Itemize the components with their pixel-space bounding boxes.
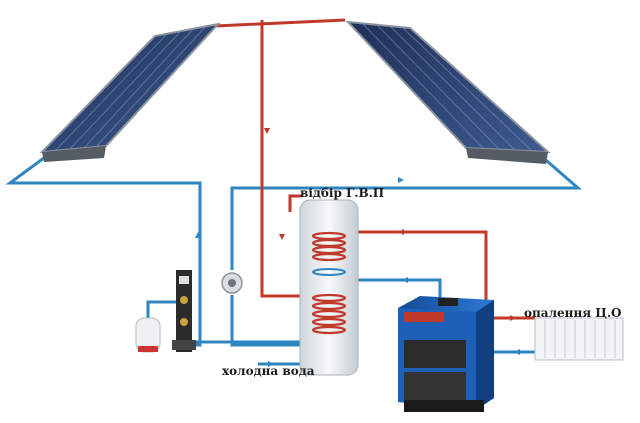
hot-water-draw-label: відбір Г.В.П: [300, 186, 385, 200]
tank-mid-coil: [312, 268, 346, 276]
flow-arrows-cold: [195, 177, 520, 367]
expansion-line-pipe: [146, 300, 178, 318]
solar-collector-left: [39, 22, 221, 162]
arrow-left-icon: [402, 277, 408, 283]
tank-upper-coil: [311, 231, 347, 262]
hot-pipes: [214, 18, 535, 320]
circulation-pump-icon: [221, 272, 243, 294]
pump-station-icon: [172, 270, 196, 352]
pump-line-pipe: [230, 295, 300, 347]
expansion-vessel-icon: [135, 317, 161, 353]
arrow-down-icon: [279, 234, 285, 240]
collector-hot-riser-pipe: [260, 20, 300, 298]
heating-label: опалення Ц.О: [524, 306, 622, 320]
water-tank-icon: [299, 199, 359, 376]
solid-fuel-boiler-icon: [398, 296, 494, 412]
collector-return-pipe: [5, 153, 202, 347]
cold-water-label: холодна вода: [222, 364, 315, 378]
boiler-to-tank-pipe: [345, 230, 488, 318]
tank-lower-coil: [311, 293, 347, 335]
arrow-down-icon: [264, 128, 270, 134]
radiator-icon: [534, 317, 624, 361]
tank-to-boiler-pipe: [345, 278, 442, 302]
arrow-right-icon: [398, 177, 404, 183]
collector-right-return-pipe: [230, 153, 583, 270]
arrow-left-icon: [398, 229, 404, 235]
arrow-left-icon: [514, 349, 520, 355]
hot-water-draw-pipe: [288, 194, 302, 212]
collector-hot-header-pipe: [214, 18, 346, 28]
arrow-right-icon: [268, 361, 274, 367]
solar-collector-right: [345, 20, 551, 164]
flow-arrows: [264, 128, 516, 321]
arrow-right-icon: [510, 315, 516, 321]
arrow-up-icon: [195, 232, 201, 238]
